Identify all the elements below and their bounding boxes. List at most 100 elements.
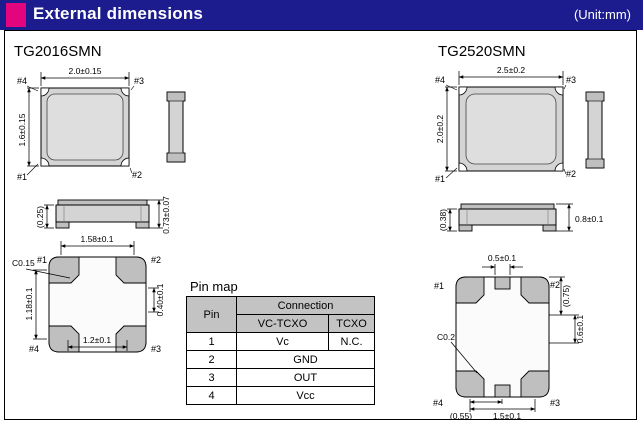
corner-pad-3 [115, 325, 147, 353]
pin-number: 4 [186, 386, 237, 405]
leader-line [445, 167, 458, 179]
pin-label: #2 [550, 280, 560, 290]
tg2016-top-height-dim: 1.6±0.15 [17, 87, 39, 167]
pin-label: #3 [151, 344, 161, 354]
corner-pad-4 [48, 325, 80, 353]
tg2016-top-view [40, 87, 130, 167]
profile-body [458, 208, 557, 226]
side-body [587, 91, 603, 169]
dim-text: 0.8±0.1 [575, 214, 604, 224]
pin-label: #1 [37, 255, 47, 265]
tg2520-profile-view [458, 203, 557, 232]
dim-text: 1.6±0.15 [17, 113, 27, 146]
pin-connection-vc-tcxo: Vc [236, 332, 329, 351]
corner-pad-1 [455, 276, 485, 304]
profile-lid [57, 199, 148, 206]
tg2016-drawing: 2.0±0.15 1.6±0.15 #4 #3 #1 #2 [12, 66, 186, 354]
pin-map-row: 3 OUT [186, 368, 375, 387]
corner-castellation [458, 86, 468, 96]
pin-label: #4 [435, 75, 445, 85]
tg2016-profile-view [55, 199, 150, 229]
pin-label: #2 [132, 170, 142, 180]
dim-text: 2.5±0.2 [497, 65, 526, 75]
dim-text: 1.18±0.1 [24, 287, 34, 320]
tg2520-bottom-chamfer-note: C0.2 [437, 332, 478, 374]
pin-label: #3 [550, 398, 560, 408]
pin-map-header-pin: Pin [186, 296, 237, 333]
tg2016-bottom-view [48, 256, 147, 353]
pin-map-row: 4 Vcc [186, 386, 375, 405]
drawing-area: TG2016SMN TG2520SMN 2.0±0.15 1.6±0.15 [4, 30, 637, 420]
tg2016-bottom-chamfer-note: C0.15 [12, 258, 71, 279]
pin-label: #4 [433, 398, 443, 408]
pin-label: #4 [29, 344, 39, 354]
dim-text: 2.0±0.15 [68, 66, 101, 76]
side-pad [585, 158, 605, 169]
leader-line [563, 84, 567, 90]
corner-castellation [120, 87, 130, 97]
leader-line [26, 85, 39, 92]
tg2016-profile-left-dim: (0.25) [35, 204, 54, 229]
package-lid [465, 93, 557, 165]
tg2016-profile-height-dim: 0.73±0.07 [147, 196, 171, 234]
tg2520-bottom-view [455, 276, 550, 398]
tg2016-bottom-pad-dim: 0.40±0.1 [148, 283, 165, 317]
corner-castellation [40, 157, 50, 167]
pin-map-table: Pin Connection VC-TCXO TCXO 1 Vc N.C. 2 … [186, 296, 375, 405]
pin-map-row: 2 GND [186, 350, 375, 369]
profile-foot [542, 224, 557, 232]
page-header-bar: External dimensions (Unit:mm) [0, 0, 643, 30]
pin-label: #1 [17, 172, 27, 182]
side-pad [585, 91, 605, 102]
tg2520-top-width-dim: 2.5±0.2 [458, 65, 564, 85]
leader-line [130, 85, 135, 91]
corner-pad-4 [455, 370, 485, 398]
profile-foot [458, 224, 473, 232]
pin-label: #2 [151, 255, 161, 265]
corner-pad-1 [48, 256, 80, 284]
dim-text: (0.75) [561, 285, 571, 307]
dim-text: 0.5±0.1 [488, 253, 517, 263]
dim-text: 2.0±0.2 [435, 115, 445, 144]
pin-label: #2 [566, 169, 576, 179]
chamfer-text: C0.2 [437, 332, 455, 342]
pin-label: #3 [134, 76, 144, 86]
pin-map: Pin map Pin Connection VC-TCXO TCXO 1 Vc… [186, 279, 375, 405]
pin-map-row: 1 Vc N.C. [186, 332, 375, 351]
pin-label: #1 [435, 174, 445, 184]
pin-map-header-tcxo: TCXO [328, 314, 375, 333]
pin-connection: GND [236, 350, 375, 369]
pin-map-header-vc-tcxo: VC-TCXO [236, 314, 329, 333]
corner-castellation [554, 162, 564, 172]
pin-map-header-row: Pin Connection [186, 296, 375, 333]
profile-foot [135, 221, 150, 229]
page-title: External dimensions [33, 4, 204, 23]
tg2520-bottom-padwidth-dim: 0.5±0.1 [482, 253, 523, 275]
corner-pad-3 [520, 370, 550, 398]
corner-castellation [120, 157, 130, 167]
dim-text: 1.2±0.1 [83, 335, 112, 345]
chamfer-text: C0.15 [12, 258, 35, 268]
pin-number: 1 [186, 332, 237, 351]
tg2016-top-pin-labels: #4 #3 #1 #2 [17, 76, 144, 182]
package-lid [46, 93, 124, 161]
accent-square [6, 3, 26, 27]
model-name-tg2016: TG2016SMN [14, 43, 102, 60]
pin-connection: Vcc [236, 386, 375, 405]
tg2520-profile-left-dim: (0.38) [438, 208, 457, 232]
pin-number: 2 [186, 350, 237, 369]
tg2520-profile-height-dim: 0.8±0.1 [556, 203, 604, 232]
leader-line [129, 167, 133, 174]
center-pad-bottom [494, 384, 511, 398]
profile-body [55, 204, 150, 223]
tg2520-top-view [458, 86, 564, 172]
profile-lid [460, 203, 555, 210]
tg2520-drawing: 2.5±0.2 2.0±0.2 #4 #3 #1 #2 [433, 65, 605, 420]
dim-text: (0.38) [438, 209, 448, 231]
pin-label: #1 [434, 281, 444, 291]
tg2016-side-view [166, 91, 186, 163]
leader-line [25, 268, 71, 279]
side-pad [166, 152, 186, 163]
dim-text: (0.55) [450, 411, 472, 420]
dim-text: 0.6±0.1 [575, 315, 585, 344]
